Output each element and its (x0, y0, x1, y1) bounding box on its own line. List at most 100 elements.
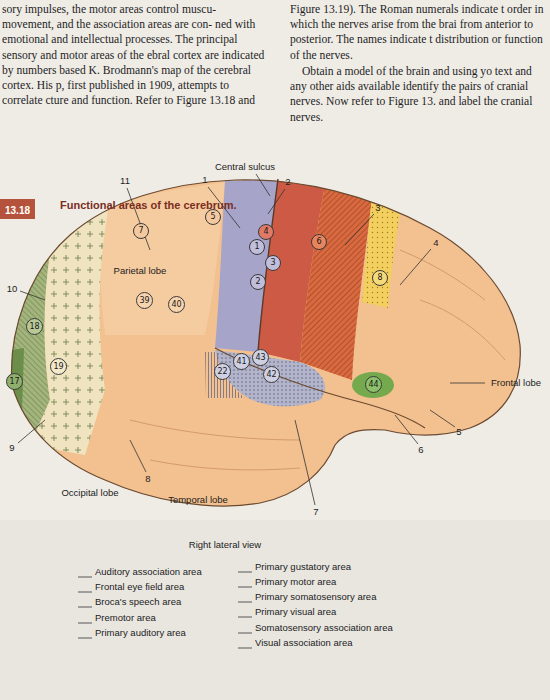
area-number: 1 (254, 243, 259, 251)
area-number-circle: 40 (168, 296, 185, 313)
answer-item: Somatosensory association area (255, 623, 393, 633)
answer-item: Auditory association area (95, 567, 202, 577)
callout-number: 3 (375, 203, 380, 213)
area-number-circle: 6 (311, 234, 327, 250)
area-number-circle: 7 (133, 223, 149, 239)
answer-blank (78, 623, 92, 624)
callout-number: 10 (7, 284, 18, 294)
body-paragraph: Figure 13.19). The Roman numerals indica… (290, 2, 546, 63)
answer-blanks (78, 572, 252, 648)
answer-item: Primary motor area (255, 577, 336, 587)
area-number: 42 (266, 371, 276, 379)
area-number: 39 (139, 297, 149, 305)
answer-blank (238, 587, 252, 588)
leader-line (20, 291, 45, 300)
answer-blank (238, 633, 252, 634)
area-number-circle: 22 (214, 363, 231, 380)
region-label: Right lateral view (189, 540, 261, 550)
leader-line (127, 188, 150, 250)
area-number: 2 (255, 278, 260, 286)
area-number-circle: 39 (136, 292, 153, 309)
region-label: Central sulcus (215, 162, 275, 172)
answer-item: Primary somatosensory area (255, 592, 376, 602)
area-number: 43 (255, 354, 265, 362)
callout-number: 5 (456, 427, 461, 437)
area-number-circle: 3 (265, 255, 281, 271)
answer-blank (78, 607, 92, 608)
area-number-circle: 1 (249, 239, 265, 255)
callout-number: 2 (285, 177, 290, 187)
region-label: Occipital lobe (61, 488, 118, 498)
area-number: 22 (217, 368, 227, 376)
leader-lines (18, 174, 485, 505)
callout-number: 4 (433, 238, 438, 248)
area-number-circle: 41 (233, 353, 250, 370)
figure-number: 13.18 (5, 205, 30, 216)
area-number: 3 (270, 259, 275, 267)
body-paragraph: sory impulses, the motor areas control m… (2, 2, 270, 108)
premotor-area (300, 184, 372, 380)
leader-line (18, 420, 45, 443)
area-number: 4 (263, 228, 268, 236)
answer-blank (78, 577, 92, 578)
callout-number: 7 (313, 507, 318, 517)
area-number-circle: 2 (250, 274, 266, 290)
lateral-sulcus (215, 348, 425, 428)
area-number-circle: 42 (263, 366, 280, 383)
area-8 (362, 198, 400, 308)
answer-blank (78, 638, 92, 639)
leader-line (295, 420, 315, 505)
leader-line (130, 440, 146, 472)
answer-item: Broca's speech area (95, 597, 181, 607)
leader-line (395, 415, 418, 444)
area-number: 19 (53, 363, 63, 371)
answer-blank (238, 572, 252, 573)
area-8-dots (362, 198, 400, 308)
region-label: Frontal lobe (491, 378, 541, 388)
region-label: Parietal lobe (114, 266, 167, 276)
area-number-circle: 43 (252, 349, 269, 366)
leader-line (450, 383, 485, 384)
area-number: 5 (210, 213, 215, 221)
area-number: 17 (9, 378, 19, 386)
cortex-base (0, 170, 550, 520)
leader-line (256, 174, 270, 196)
answer-item: Visual association area (255, 638, 353, 648)
answer-blank (238, 648, 252, 649)
area-number: 8 (377, 274, 382, 282)
body-paragraph: Obtain a model of the brain and using yo… (290, 64, 546, 125)
answer-blank (238, 602, 252, 603)
premotor-hatch (300, 184, 372, 380)
sulcus (130, 420, 300, 440)
callout-number: 11 (120, 176, 130, 186)
leader-line (268, 189, 285, 214)
leader-line (345, 214, 374, 245)
area-44 (352, 372, 394, 398)
area-number: 7 (138, 227, 143, 235)
leader-line (430, 410, 455, 427)
area-number-circle: 4 (258, 224, 274, 240)
callout-number: 8 (145, 474, 150, 484)
area-number: 41 (236, 358, 246, 366)
page-ground (0, 520, 550, 700)
answer-blank (238, 617, 252, 618)
answer-blank (78, 592, 92, 593)
brain-outline (12, 180, 521, 506)
leader-line (400, 249, 431, 285)
area-number-circle: 8 (372, 270, 388, 286)
callout-number: 6 (418, 445, 423, 455)
sulcus (420, 300, 505, 360)
answer-item: Frontal eye field area (95, 582, 184, 592)
answer-item: Primary auditory area (95, 628, 186, 638)
area-number-circle: 17 (6, 373, 23, 390)
area-number-circle: 44 (365, 376, 382, 393)
area-number-circle: 5 (205, 209, 221, 225)
answer-item: Premotor area (95, 613, 156, 623)
area-number: 6 (316, 238, 321, 246)
figure-number-band: 13.18 (0, 199, 35, 219)
area-number-circle: 18 (26, 318, 43, 335)
callout-number: 9 (9, 443, 14, 453)
area-number-circle: 19 (50, 358, 67, 375)
answer-item: Primary gustatory area (255, 562, 351, 572)
